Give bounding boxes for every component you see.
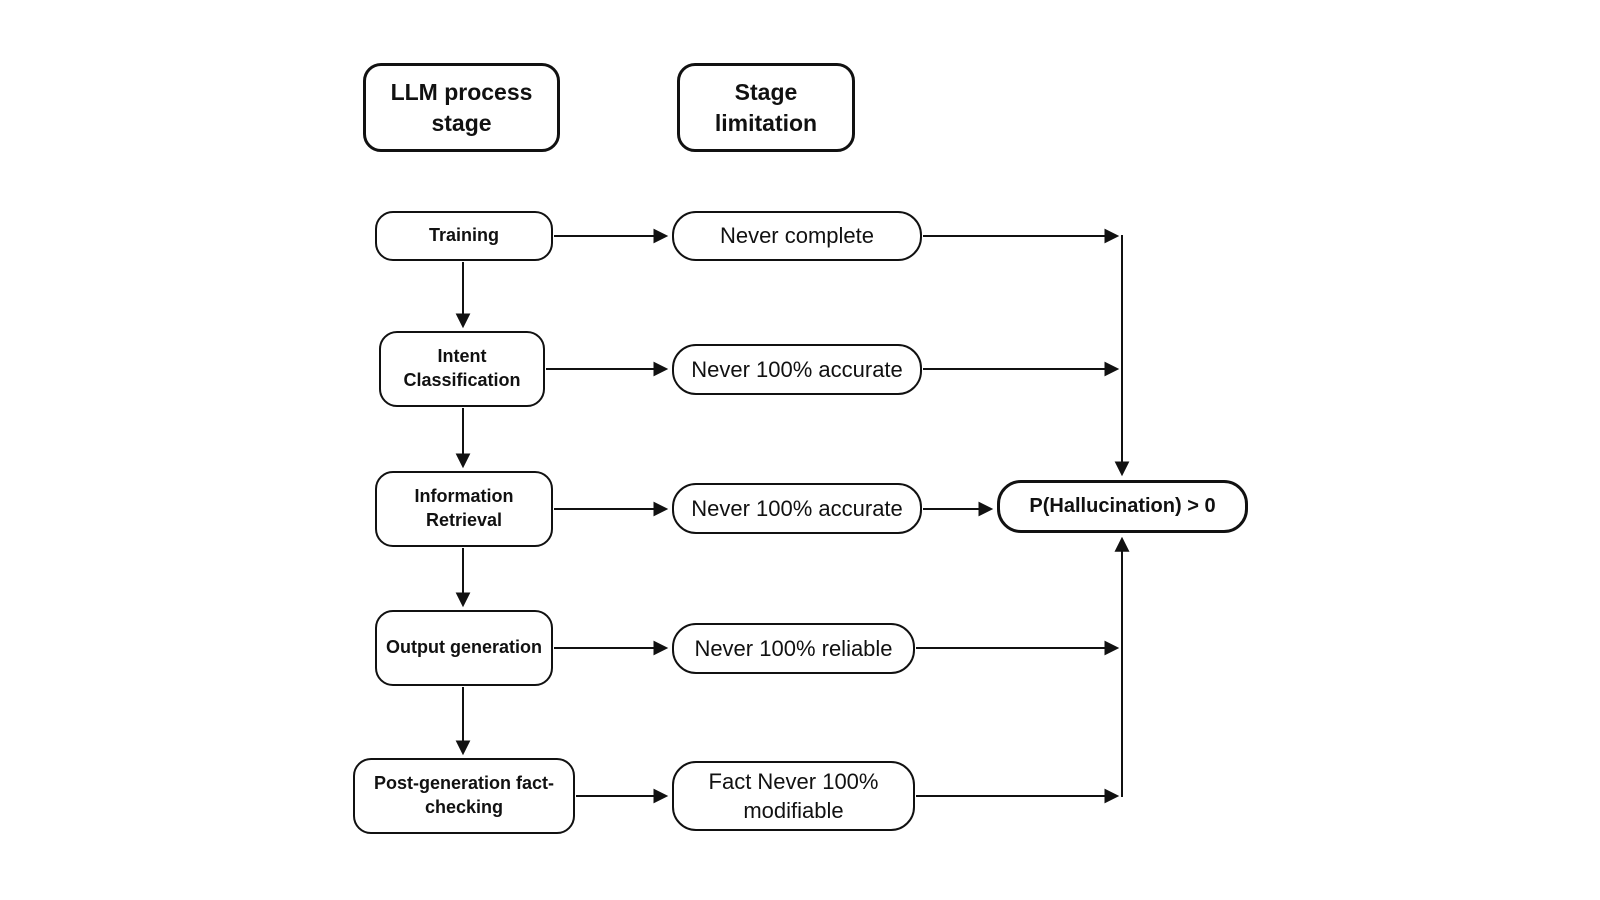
stage-node-training: Training [375, 211, 553, 261]
limitation-node-never-100-accurate-2: Never 100% accurate [672, 483, 922, 534]
limitation-node-never-100-reliable: Never 100% reliable [672, 623, 915, 674]
stage-node-output-generation: Output generation [375, 610, 553, 686]
stage-node-post-generation-fact-checking: Post-generation fact-checking [353, 758, 575, 834]
stage-node-intent-classification: Intent Classification [379, 331, 545, 407]
column-header-llm-process-stage: LLM process stage [363, 63, 560, 152]
limitation-node-never-100-accurate-1: Never 100% accurate [672, 344, 922, 395]
stage-node-information-retrieval: Information Retrieval [375, 471, 553, 547]
limitation-node-fact-never-100-modifiable: Fact Never 100% modifiable [672, 761, 915, 831]
column-header-stage-limitation: Stage limitation [677, 63, 855, 152]
result-node-p-hallucination: P(Hallucination) > 0 [997, 480, 1248, 533]
limitation-node-never-complete: Never complete [672, 211, 922, 261]
